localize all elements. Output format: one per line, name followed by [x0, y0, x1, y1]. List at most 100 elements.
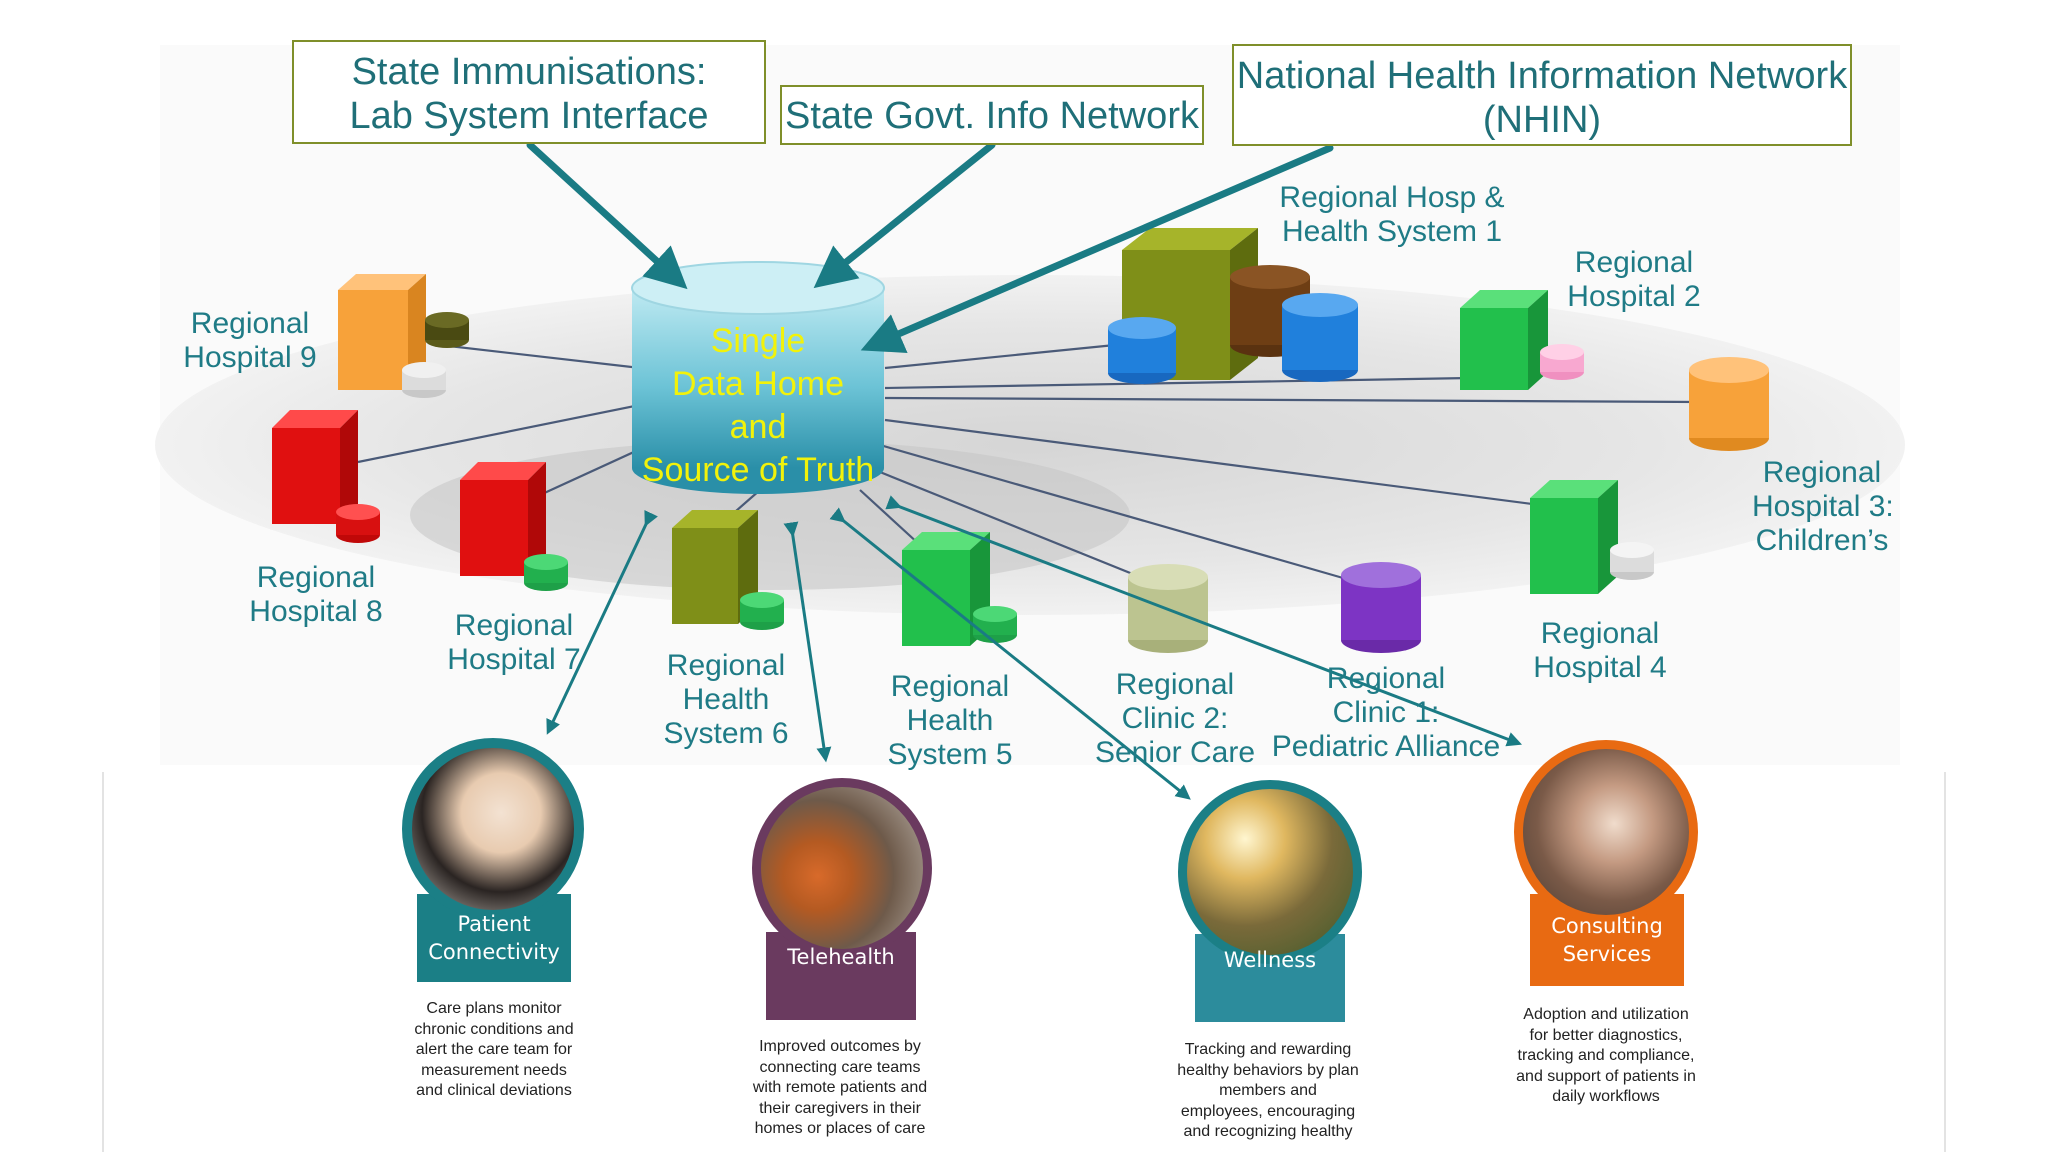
wellness-desc-line-4: employees, encouraging [1180, 1102, 1356, 1120]
hospital-7-line-1: Regional [454, 609, 574, 642]
state-immunisations-box: State Immunisations: Lab System Interfac… [292, 40, 766, 144]
hospital-2-label: Regional Hospital 2 [1564, 246, 1704, 314]
consulting-desc-line-3: tracking and compliance, [1517, 1047, 1695, 1064]
consulting-desc-line-1: Adoption and utilization [1523, 1006, 1689, 1023]
core-line-4: Source of Truth [641, 451, 875, 489]
health-system-5-line-3: System 5 [887, 738, 1013, 771]
clinic-2-line-2: Clinic 2: [1121, 702, 1229, 735]
telehealth-label: Telehealth [766, 932, 916, 982]
hospital-9-icon [338, 274, 469, 398]
hospital-4-icon [1530, 480, 1654, 594]
hospital-9-label: Regional Hospital 9 [180, 307, 320, 375]
hospital-8-line-1: Regional [256, 561, 376, 594]
clinic-2-line-3: Senior Care [1094, 736, 1256, 769]
hospital-3-line-3: Children’s [1755, 524, 1889, 557]
patient-connectivity-desc-line-5: and clinical deviations [416, 1082, 572, 1099]
core-label: Single Data Home and Source of Truth [632, 320, 884, 492]
health-system-6-line-1: Regional [666, 649, 786, 682]
wellness-description: Tracking and rewarding healthy behaviors… [1150, 1040, 1386, 1143]
clinic-1-icon [1341, 562, 1421, 653]
core-line-1: Single [710, 322, 806, 360]
health-system-5-line-1: Regional [890, 670, 1010, 703]
patient-connectivity-description: Care plans monitor chronic conditions an… [384, 999, 604, 1102]
telehealth-desc-line-3: with remote patients and [752, 1079, 928, 1096]
hospital-9-line-2: Hospital 9 [183, 341, 317, 374]
clinic-2-label: Regional Clinic 2: Senior Care [1090, 668, 1260, 770]
hospital-8-label: Regional Hospital 8 [246, 561, 386, 629]
patient-connectivity-label-line-1: Patient [457, 912, 531, 936]
left-frame-line [102, 772, 104, 1152]
hospital-3-label: Regional Hospital 3: Children’s [1752, 456, 1894, 558]
health-system-6-label: Regional Health System 6 [656, 649, 796, 751]
consulting-desc-line-5: daily workflows [1552, 1088, 1660, 1105]
hospital-2-icon [1460, 290, 1584, 390]
hospital-9-line-1: Regional [190, 307, 310, 340]
telehealth-desc-line-2: connecting care teams [759, 1058, 921, 1076]
wellness-photo [1178, 780, 1362, 964]
clinic-2-line-1: Regional [1115, 668, 1235, 701]
hospital-4-label: Regional Hospital 4 [1530, 617, 1670, 685]
consulting-desc-line-4: and support of patients in [1516, 1067, 1696, 1085]
patient-connectivity-desc-line-4: measurement needs [421, 1061, 567, 1079]
clinic-1-line-3: Pediatric Alliance [1271, 730, 1501, 763]
wellness-desc-line-2: healthy behaviors by plan [1177, 1061, 1359, 1079]
core-line-3: and [729, 408, 787, 446]
wellness-label: Wellness [1195, 934, 1345, 986]
hosp-health-system-1-line-1: Regional Hosp & [1279, 181, 1505, 214]
clinic-1-line-1: Regional [1326, 662, 1446, 695]
telehealth-label-line-1: Telehealth [787, 945, 895, 969]
hospital-7-label: Regional Hospital 7 [444, 609, 584, 677]
hospital-2-line-1: Regional [1574, 246, 1694, 279]
state-govt-box: State Govt. Info Network [780, 85, 1204, 145]
hospital-7-icon [460, 462, 568, 591]
nhin-box: National Health Information Network (NHI… [1232, 44, 1852, 146]
consulting-label: Consulting Services [1530, 894, 1684, 986]
right-frame-line [1944, 772, 1946, 1152]
hospital-3-line-1: Regional [1762, 456, 1882, 489]
health-system-5-label: Regional Health System 5 [880, 670, 1020, 772]
nhin-line-2: (NHIN) [1482, 99, 1602, 141]
hospital-3-line-2: Hospital 3: [1752, 490, 1894, 523]
patient-connectivity-photo [402, 738, 584, 920]
hospital-7-line-2: Hospital 7 [447, 643, 581, 676]
hospital-3-icon [1689, 357, 1769, 451]
health-system-5-line-2: Health [906, 704, 994, 737]
wellness-desc-line-5: and recognizing healthy [1183, 1123, 1353, 1140]
telehealth-photo [752, 778, 932, 958]
patient-connectivity-desc-line-1: Care plans monitor [426, 1000, 562, 1017]
patient-connectivity-desc-line-2: chronic conditions and [414, 1020, 574, 1038]
state-immunisations-line-2: Lab System Interface [349, 95, 709, 137]
consulting-description: Adoption and utilization for better diag… [1486, 1005, 1726, 1108]
consulting-label-line-2: Services [1562, 942, 1652, 966]
state-immunisations-line-1: State Immunisations: [351, 51, 707, 93]
telehealth-description: Improved outcomes by connecting care tea… [730, 1037, 950, 1140]
consulting-photo [1514, 740, 1698, 924]
consulting-label-line-1: Consulting [1551, 914, 1663, 938]
input-arrows [526, 141, 1334, 353]
wellness-label-line-1: Wellness [1223, 948, 1317, 972]
patient-connectivity-desc-line-3: alert the care team for [415, 1041, 573, 1058]
hospital-4-line-1: Regional [1540, 617, 1660, 650]
clinic-1-line-2: Clinic 1: [1332, 696, 1440, 729]
clinic-1-label: Regional Clinic 1: Pediatric Alliance [1270, 662, 1502, 764]
telehealth-desc-line-1: Improved outcomes by [759, 1038, 921, 1055]
patient-connectivity-label: Patient Connectivity [417, 894, 571, 982]
hosp-health-system-1-icon [1108, 228, 1358, 384]
wellness-desc-line-1: Tracking and rewarding [1184, 1041, 1352, 1058]
wellness-desc-line-3: members and [1219, 1082, 1317, 1099]
hosp-health-system-1-label: Regional Hosp & Health System 1 [1272, 181, 1512, 249]
hospital-8-icon [272, 410, 380, 543]
health-system-6-line-3: System 6 [663, 717, 789, 750]
hospital-4-line-2: Hospital 4 [1533, 651, 1667, 684]
hospital-2-line-2: Hospital 2 [1567, 280, 1701, 313]
telehealth-desc-line-5: homes or places of care [754, 1120, 926, 1137]
consulting-desc-line-2: for better diagnostics, [1529, 1026, 1683, 1044]
health-system-6-icon [672, 510, 784, 630]
nhin-line-1: National Health Information Network [1236, 55, 1848, 97]
telehealth-desc-line-4: their caregivers in their [759, 1099, 921, 1117]
hospital-8-line-2: Hospital 8 [249, 595, 383, 628]
hosp-health-system-1-line-2: Health System 1 [1281, 215, 1503, 248]
service-arrows [546, 495, 1523, 800]
